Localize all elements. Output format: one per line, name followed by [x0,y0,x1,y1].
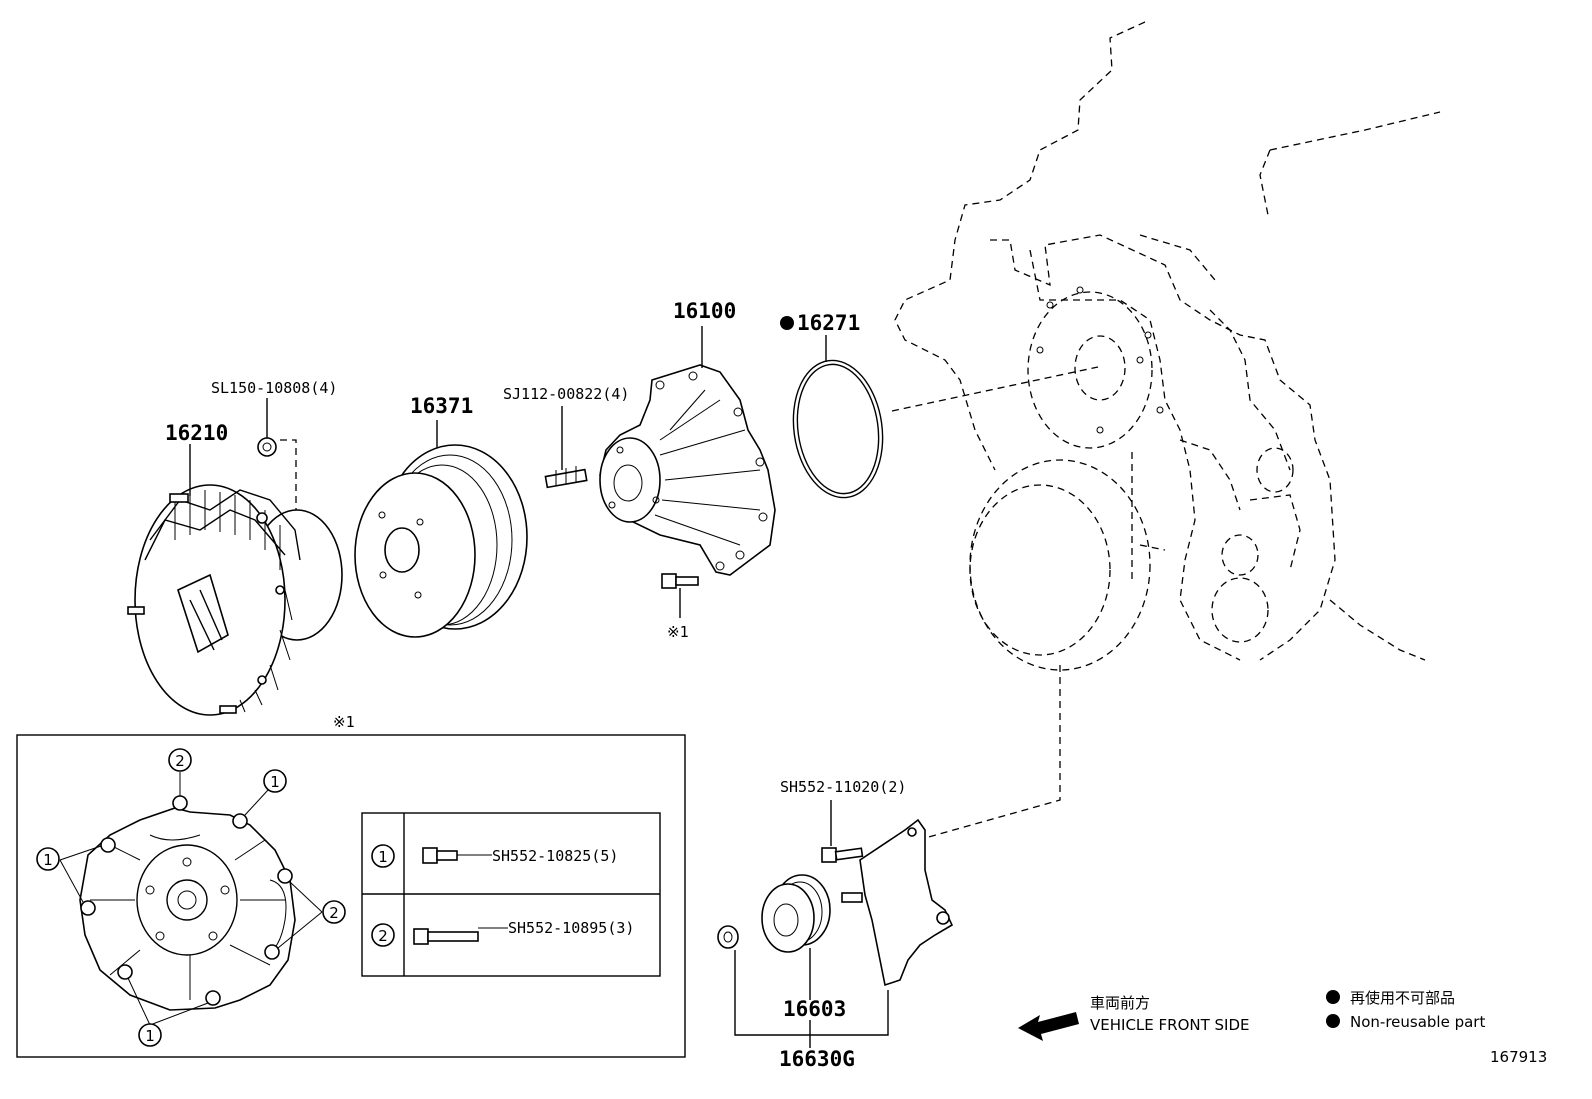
inset-callout-1-bottom: 1 [138,1023,162,1047]
bolt-table-row-2: 2 SH552-10895(3) [371,919,634,947]
diagram-number: 167913 [1490,1048,1547,1066]
legend-nonreuse-jp: 再使用不可部品 [1350,989,1455,1007]
legend-nonreuse-en: Non-reusable part [1350,1013,1485,1031]
legend-front-jp: 車両前方 [1090,994,1150,1012]
label-idler: 16603 [783,997,846,1021]
inset-callout-1-top-right: 1 [263,769,287,793]
front-arrow-icon [1018,1012,1079,1041]
stud-sj112 [544,406,588,489]
nonreusable-dot-icon-2 [1326,1014,1340,1028]
pump-bolt [661,573,699,618]
label-pulley: 16371 [410,394,473,418]
idler-bracket [841,818,954,987]
bolt-table: 1 SH552-10825(5) 2 SH552-10895(3) [361,812,661,977]
inset-pump-back-view [79,807,296,1011]
fan-clutch-fins [174,490,293,713]
water-pump-16100 [599,326,776,576]
svg-text:2: 2 [329,904,339,922]
label-idler-assy: 16630G [779,1047,855,1071]
bolt-table-part-1: SH552-10825(5) [492,847,618,865]
idler-pulley-16603 [761,874,831,1000]
inset-callout-2-top: 2 [168,748,192,772]
idler-nut [717,925,739,949]
svg-text:1: 1 [145,1027,155,1045]
label-inset-ref: ※1 [333,713,355,731]
svg-text:1: 1 [270,773,280,791]
pulley-16371 [354,420,528,638]
nonreusable-dot-icon [1326,990,1340,1004]
inset-bolt-holes [80,795,293,1006]
label-bracket-bolt: SH552-11020(2) [780,778,906,796]
engine-bolt-holes [1036,286,1164,434]
legend-front-en: VEHICLE FRONT SIDE [1090,1016,1250,1034]
label-gasket: 16271 [797,311,860,335]
label-water-pump: 16100 [673,299,736,323]
idler-assy-bracket-lines [734,950,889,1048]
legend: 車両前方 VEHICLE FRONT SIDE 再使用不可部品 Non-reus… [1018,989,1485,1041]
inset-callout-1-left: 1 [36,847,60,871]
engine-block-outline [894,21,1441,671]
part-labels: 16210 SL150-10808(4) 16371 SJ112-00822(4… [165,299,1547,1071]
inset-callout-2-right: 2 [322,900,346,924]
fan-bolt [257,398,277,457]
bracket-bolt [821,800,864,863]
svg-text:2: 2 [175,752,185,770]
svg-text:1: 1 [43,851,53,869]
svg-text:2: 2 [378,927,388,945]
gasket-16271 [792,335,884,499]
bolt-table-row-1: 1 SH552-10825(5) [371,844,618,868]
label-fan-clutch: 16210 [165,421,228,445]
svg-text:1: 1 [378,848,388,866]
label-fan-bolt: SL150-10808(4) [211,379,337,397]
label-stud: SJ112-00822(4) [503,385,629,403]
inset-callout-leaders [59,772,323,1026]
fan-clutch-16210 [127,484,343,716]
bolt-table-part-2: SH552-10895(3) [508,919,634,937]
label-pump-bolt-ref: ※1 [667,623,689,641]
bolt-position-inset: 2 1 1 2 1 1 [16,734,686,1058]
nonreusable-marker [780,316,794,330]
